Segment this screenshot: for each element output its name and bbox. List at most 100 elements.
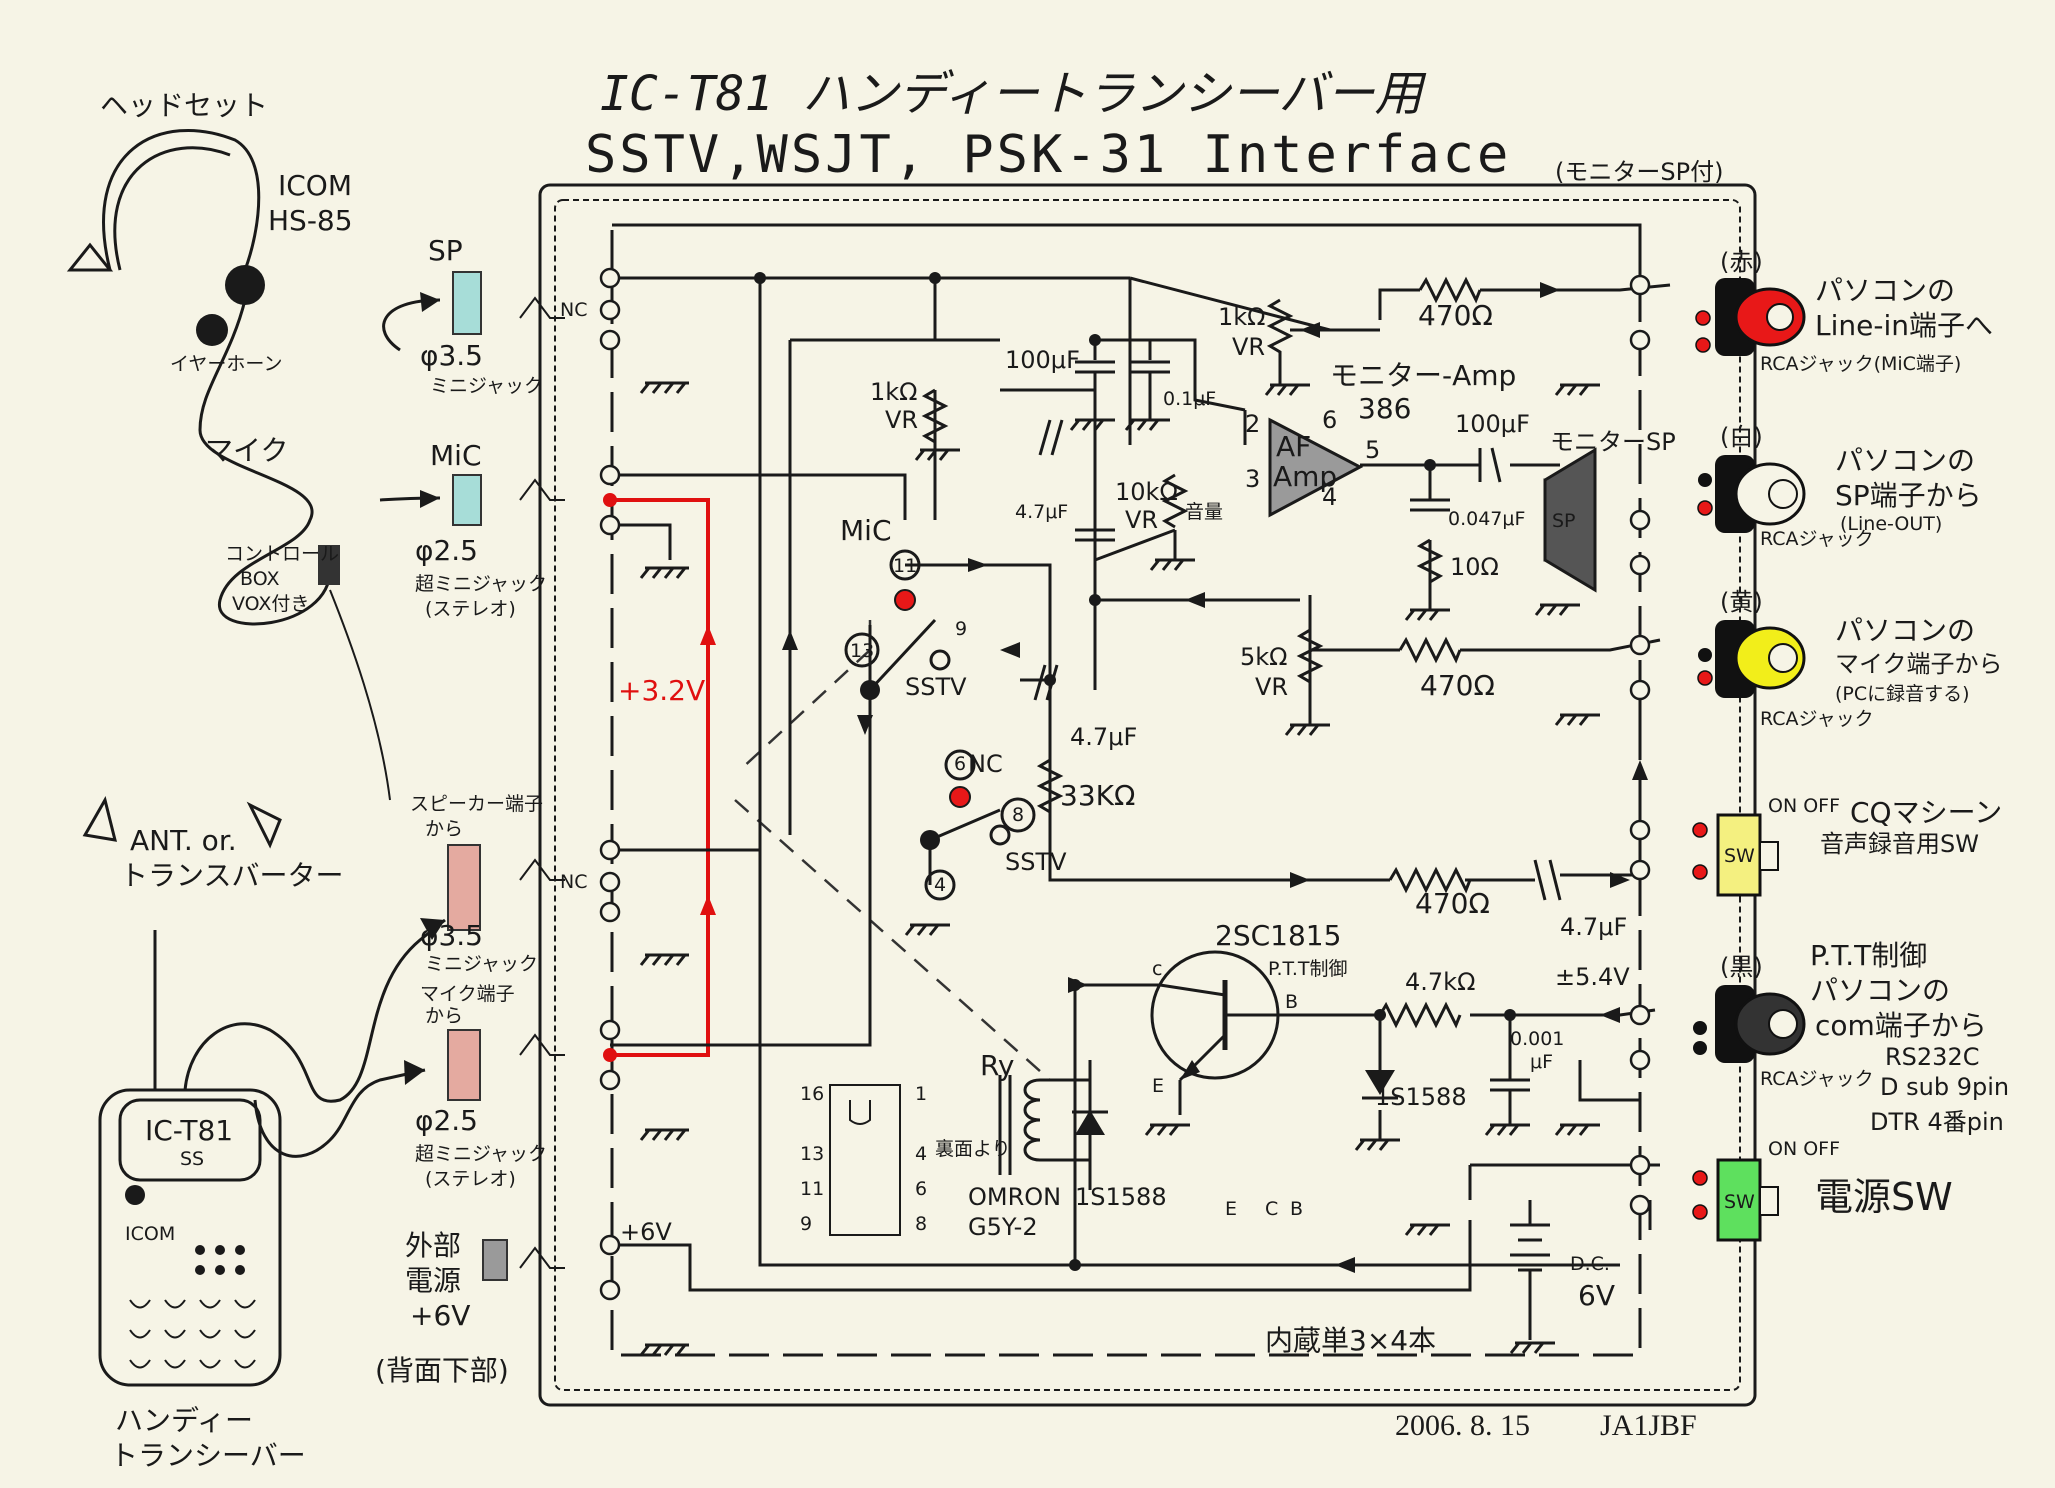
transistor-2sc1815: [1150, 950, 1280, 1082]
pin5-label: 5: [1365, 436, 1380, 464]
vr-10k-label: 10kΩ: [1115, 478, 1178, 506]
vr-5k-label2: VR: [1255, 673, 1288, 701]
res-470-mid-label: 470Ω: [1420, 669, 1495, 702]
cap-0047-label: 0.047μF: [1448, 508, 1525, 530]
ant-label: ANT. or.: [130, 824, 237, 857]
e-pin-label: E: [1152, 1075, 1164, 1097]
pin13-label: 13: [850, 640, 874, 662]
pin3-label: 3: [1245, 465, 1260, 493]
red-desc-3: RCAジャック(MiC端子): [1760, 353, 1961, 375]
yellow-desc-1: パソコンの: [1835, 614, 1975, 647]
diode-2-label: 1S1588: [1075, 1183, 1167, 1211]
relay-pin-13: 13: [800, 1143, 824, 1165]
title-line2: SSTV,WSJT, PSK-31 Interface: [585, 125, 1511, 185]
radio-brand: ICOM: [125, 1223, 175, 1245]
cap-0001: [1490, 1078, 1530, 1125]
res-470-top-label: 470Ω: [1418, 299, 1493, 332]
cap-47u-a-label: 4.7μF: [1015, 501, 1068, 523]
white-desc-2: SP端子から: [1835, 479, 1982, 512]
sp-jack-label: SP: [428, 234, 463, 267]
radio-caption-1: ハンディー: [115, 1404, 253, 1437]
monitor-sp-label: モニターSP: [1550, 428, 1676, 456]
cap-47u-c: [1533, 859, 1562, 901]
capacitors: [1033, 360, 1562, 1125]
ecb-e: E: [1225, 1198, 1237, 1220]
cap-100u-top: [1075, 360, 1115, 420]
battery-label-2: 6V: [1578, 1279, 1615, 1312]
pin9-label: 9: [955, 618, 967, 640]
spk-term-1: スピーカー端子: [410, 793, 543, 815]
sw-onoff-label: ON OFF: [1768, 795, 1840, 817]
black-desc-3: com端子から: [1815, 1009, 1987, 1042]
footer-date: 2006. 8. 15: [1395, 1409, 1530, 1442]
relay-pin-11: 11: [800, 1178, 824, 1200]
cap-0001-label: 0.001: [1510, 1028, 1564, 1050]
headset-drawing: [66, 128, 391, 801]
radio-drawing: [82, 796, 446, 1387]
monitor-speaker: SP: [1543, 447, 1597, 593]
ecb-b: B: [1290, 1198, 1303, 1220]
right-labels: (赤) パソコンの Line-in端子へ RCAジャック(MiC端子) (白) …: [1720, 248, 2009, 1219]
sstv-1-label: SSTV: [905, 673, 967, 701]
amp-label-amp: Amp: [1273, 460, 1337, 493]
pin6c-label: 6: [954, 753, 966, 775]
left-jacks: [447, 267, 621, 1301]
vr-1k-top-label2: VR: [1232, 333, 1265, 361]
monitor-amp-label: モニター-Amp: [1330, 359, 1516, 392]
mic-term-2: から: [425, 1005, 463, 1027]
controlbox-1: コントロール: [225, 543, 339, 565]
cap-100u-out: [1478, 447, 1502, 483]
mic-jack-size: φ2.5: [415, 534, 478, 567]
vr-5k: [1296, 628, 1324, 725]
enclosure: [538, 183, 1757, 1407]
wire-arrows: [782, 282, 1648, 1273]
mic2-stereo: (ステレオ): [425, 1168, 516, 1190]
red-color-label: (赤): [1720, 248, 1763, 276]
vr-5k-label: 5kΩ: [1240, 643, 1288, 671]
vr-1k-left-label2: VR: [885, 406, 918, 434]
cap-47u-vert: [1075, 528, 1115, 542]
mic2-size: φ2.5: [415, 1104, 478, 1137]
res-470-low-label: 470Ω: [1415, 887, 1490, 920]
sp-jack-size: φ3.5: [420, 339, 483, 372]
relay: [829, 1075, 1041, 1236]
res-10-label: 10Ω: [1450, 553, 1499, 581]
cq-2: 音声録音用SW: [1820, 830, 1979, 858]
res-47k-label: 4.7kΩ: [1405, 968, 1475, 996]
circuit-labels: 100μF 0.1μF 1kΩ VR 470Ω モニター-Amp 386 2 3…: [618, 299, 1676, 1357]
relay-pin-8: 8: [915, 1213, 927, 1235]
diodes: [1072, 1070, 1398, 1135]
ext-power-4: (背面下部): [375, 1354, 509, 1387]
mic2-type: 超ミニジャック: [415, 1143, 547, 1165]
radio-model: IC-T81: [145, 1114, 233, 1147]
title-line1: IC-T81 ハンディートランシーバー用: [600, 66, 1426, 122]
white-desc-3: (Line-OUT): [1840, 513, 1942, 535]
vr-10k: [1161, 473, 1189, 529]
controlbox-3: VOX付き: [232, 593, 309, 615]
white-color-label: (白): [1720, 423, 1763, 451]
c-pin-label: c: [1152, 958, 1162, 980]
sstv-2-label: SSTV: [1005, 848, 1067, 876]
headset-pointer-arrows: [379, 292, 441, 508]
relay-pin-1: 1: [915, 1083, 927, 1105]
cap-47u-b: [1033, 664, 1059, 701]
pin6-label: 6: [1322, 406, 1337, 434]
nc2-label: NC: [968, 750, 1003, 778]
cap-47u-b-label: 4.7μF: [1070, 723, 1137, 751]
black-color-label: (黒): [1720, 953, 1763, 981]
relay-contacts: [844, 549, 1036, 901]
cap-47u-c-label: 4.7μF: [1560, 913, 1627, 941]
pin2-label: 2: [1245, 410, 1260, 438]
resistor-470-low: [1388, 866, 1472, 894]
ext-power-1: 外部: [405, 1229, 461, 1262]
diode-1-label: 1S1588: [1375, 1083, 1467, 1111]
ground-symbols: [639, 381, 1600, 1356]
cap-0047: [1410, 498, 1450, 512]
ext-power-3: +6V: [410, 1299, 470, 1332]
headset-model-1: ICOM: [278, 169, 352, 202]
battery: [1510, 1200, 1550, 1340]
battery-label-1: D.C.: [1570, 1253, 1610, 1275]
transverter-label: トランスバーター: [120, 859, 343, 892]
ext-power-2: 電源: [405, 1264, 461, 1297]
cap-100u-out-label: 100μF: [1455, 410, 1530, 438]
